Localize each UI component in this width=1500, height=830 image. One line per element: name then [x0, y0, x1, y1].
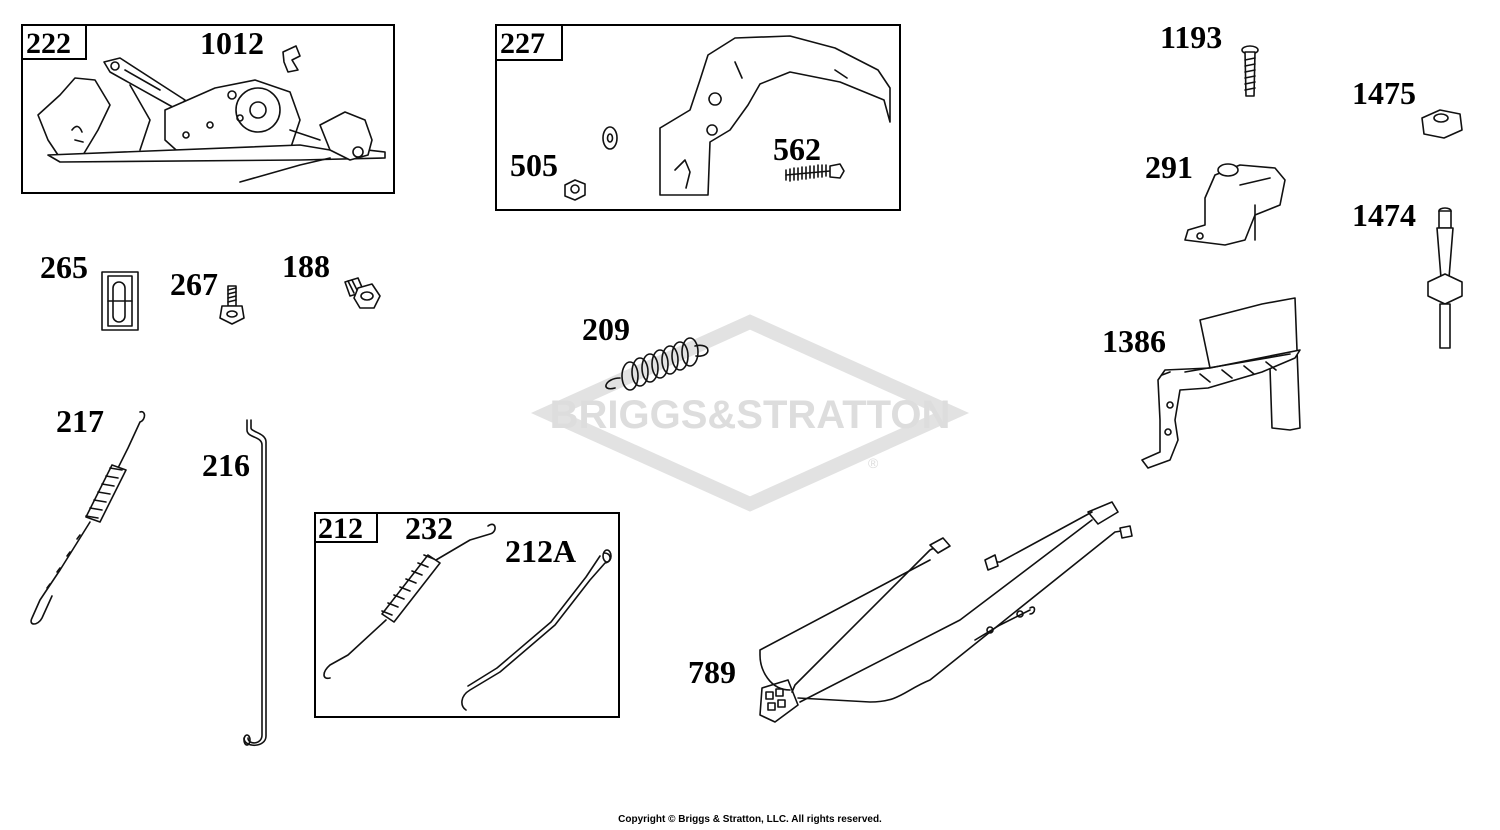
part-1475-label: 1475 [1352, 75, 1416, 111]
part-1193-drawing[interactable] [1241, 45, 1259, 97]
part-188-drawing[interactable] [344, 277, 381, 309]
group-227-label: 227 [500, 27, 545, 60]
part-265-label: 265 [40, 249, 88, 285]
part-267-label: 267 [170, 266, 218, 302]
part-562-label: 562 [773, 131, 821, 167]
part-789-label: 789 [688, 654, 736, 690]
group-222-label: 222 [26, 27, 71, 60]
part-212A-label: 212A [505, 533, 576, 569]
part-265-drawing[interactable] [101, 271, 139, 331]
group-222: 222 1012 [21, 24, 395, 194]
part-1012-drawing[interactable] [282, 45, 301, 73]
part-291-label: 291 [1145, 149, 1193, 185]
part-267-drawing[interactable] [219, 285, 245, 325]
group-212-label: 212 [318, 512, 363, 545]
part-217-drawing[interactable] [30, 410, 146, 625]
part-232-drawing[interactable] [323, 523, 496, 680]
part-505-drawing[interactable] [564, 179, 586, 201]
group-212: 212 232 212A [314, 510, 620, 718]
part-1474-label: 1474 [1352, 197, 1416, 233]
part-188-label: 188 [282, 248, 330, 284]
part-1475-drawing[interactable] [1421, 109, 1463, 139]
copyright-notice: Copyright © Briggs & Stratton, LLC. All … [618, 814, 882, 825]
registered-mark: ® [868, 455, 879, 471]
part-1386-label: 1386 [1102, 323, 1166, 359]
part-227-drawing[interactable] [602, 35, 891, 196]
part-222-drawing[interactable] [37, 57, 386, 183]
part-209-label: 209 [582, 311, 630, 347]
part-209-drawing[interactable] [605, 337, 709, 391]
part-505-label: 505 [510, 147, 558, 183]
part-232-label: 232 [405, 510, 453, 546]
part-212A-drawing[interactable] [461, 549, 612, 711]
part-789-drawing[interactable] [759, 501, 1133, 723]
part-1386-drawing[interactable] [1141, 297, 1301, 469]
group-227: 227 505 562 [495, 24, 901, 211]
brand-watermark: BRIGGS&STRATTON ® [530, 314, 970, 512]
part-216-label: 216 [202, 447, 250, 483]
watermark-text: BRIGGS&STRATTON [550, 393, 951, 437]
part-291-drawing[interactable] [1184, 163, 1286, 246]
part-216-drawing[interactable] [243, 419, 267, 747]
part-217-label: 217 [56, 403, 104, 439]
part-1474-drawing[interactable] [1427, 207, 1463, 349]
part-1012-label: 1012 [200, 25, 264, 61]
part-1193-label: 1193 [1160, 19, 1222, 55]
part-562-drawing[interactable] [785, 163, 845, 182]
